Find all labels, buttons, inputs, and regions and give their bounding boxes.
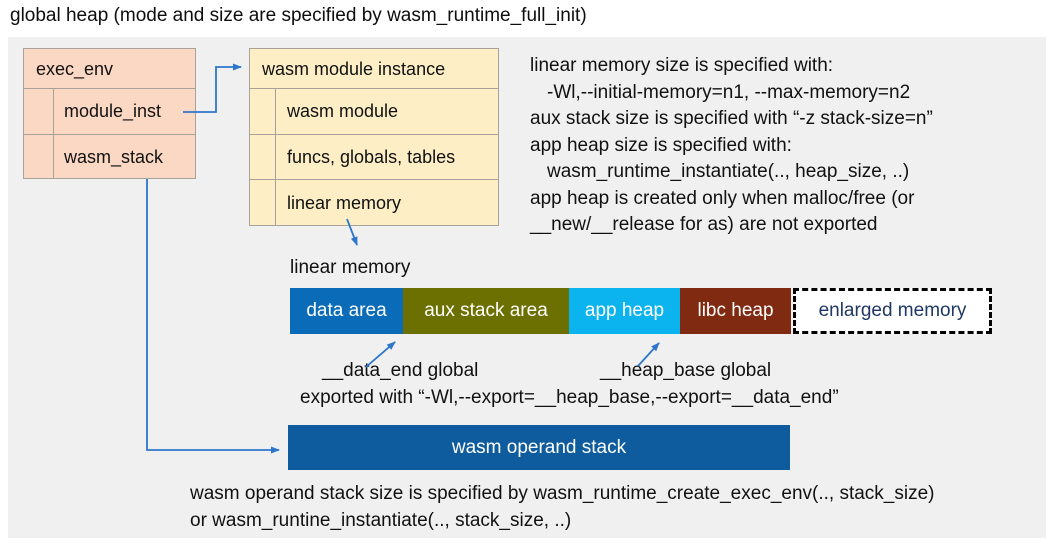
- segment-data-area: data area: [290, 288, 403, 334]
- module-instance-row-wasm-module: wasm module: [287, 101, 399, 121]
- exported-with-label: exported with “-Wl,--export=__heap_base,…: [300, 387, 839, 408]
- heap-base-global-label: __heap_base global: [600, 360, 772, 381]
- segment-enlarged-memory: enlarged memory: [793, 288, 992, 334]
- exec-env-row-wasm-stack: wasm_stack: [24, 134, 195, 179]
- exec-env-box: exec_env module_inst wasm_stack: [23, 48, 196, 179]
- note-line: aux stack size is specified with “-z sta…: [530, 108, 933, 129]
- exec-env-row-module-inst: module_inst: [64, 101, 162, 121]
- module-instance-row-linear-memory: linear memory: [250, 179, 498, 226]
- exec-env-header: exec_env: [24, 49, 195, 89]
- exec-env-body: module_inst wasm_stack: [24, 89, 195, 179]
- note-line: __new/__release for as) are not exported: [530, 214, 878, 235]
- note-line: app heap size is specified with:: [530, 134, 792, 156]
- note-line: app heap is created only when malloc/fre…: [530, 187, 915, 209]
- module-instance-box: wasm module instance wasm module funcs, …: [249, 48, 499, 226]
- module-instance-row-funcs-globals-tables: funcs, globals, tables: [250, 134, 498, 179]
- operand-stack-notes: wasm operand stack size is specified by …: [190, 481, 935, 534]
- segment-app-heap: app heap: [569, 288, 680, 334]
- note-line: wasm_runtime_instantiate(.., heap_size, …: [547, 161, 910, 182]
- note-line: -Wl,--initial-memory=n1, --max-memory=n2: [547, 81, 911, 103]
- segment-libc-heap: libc heap: [680, 288, 791, 334]
- module-instance-header: wasm module instance: [250, 49, 498, 89]
- footer-line: wasm operand stack size is specified by …: [190, 483, 935, 504]
- memory-size-notes: linear memory size is specified with: -W…: [530, 53, 1042, 239]
- module-instance-body: wasm module funcs, globals, tables linea…: [250, 89, 498, 226]
- note-line: linear memory size is specified with:: [530, 55, 834, 76]
- data-end-global-label: __data_end global: [322, 360, 479, 381]
- footer-line: or wasm_runtine_instantiate(.., stack_si…: [190, 509, 572, 531]
- exec-env-gutter-line: [53, 89, 54, 179]
- segment-aux-stack-area: aux stack area: [403, 288, 569, 334]
- linear-memory-label: linear memory: [290, 257, 411, 278]
- page-title: global heap (mode and size are specified…: [10, 5, 587, 26]
- wasm-operand-stack-bar: wasm operand stack: [288, 425, 790, 470]
- module-instance-gutter-line: [275, 89, 276, 226]
